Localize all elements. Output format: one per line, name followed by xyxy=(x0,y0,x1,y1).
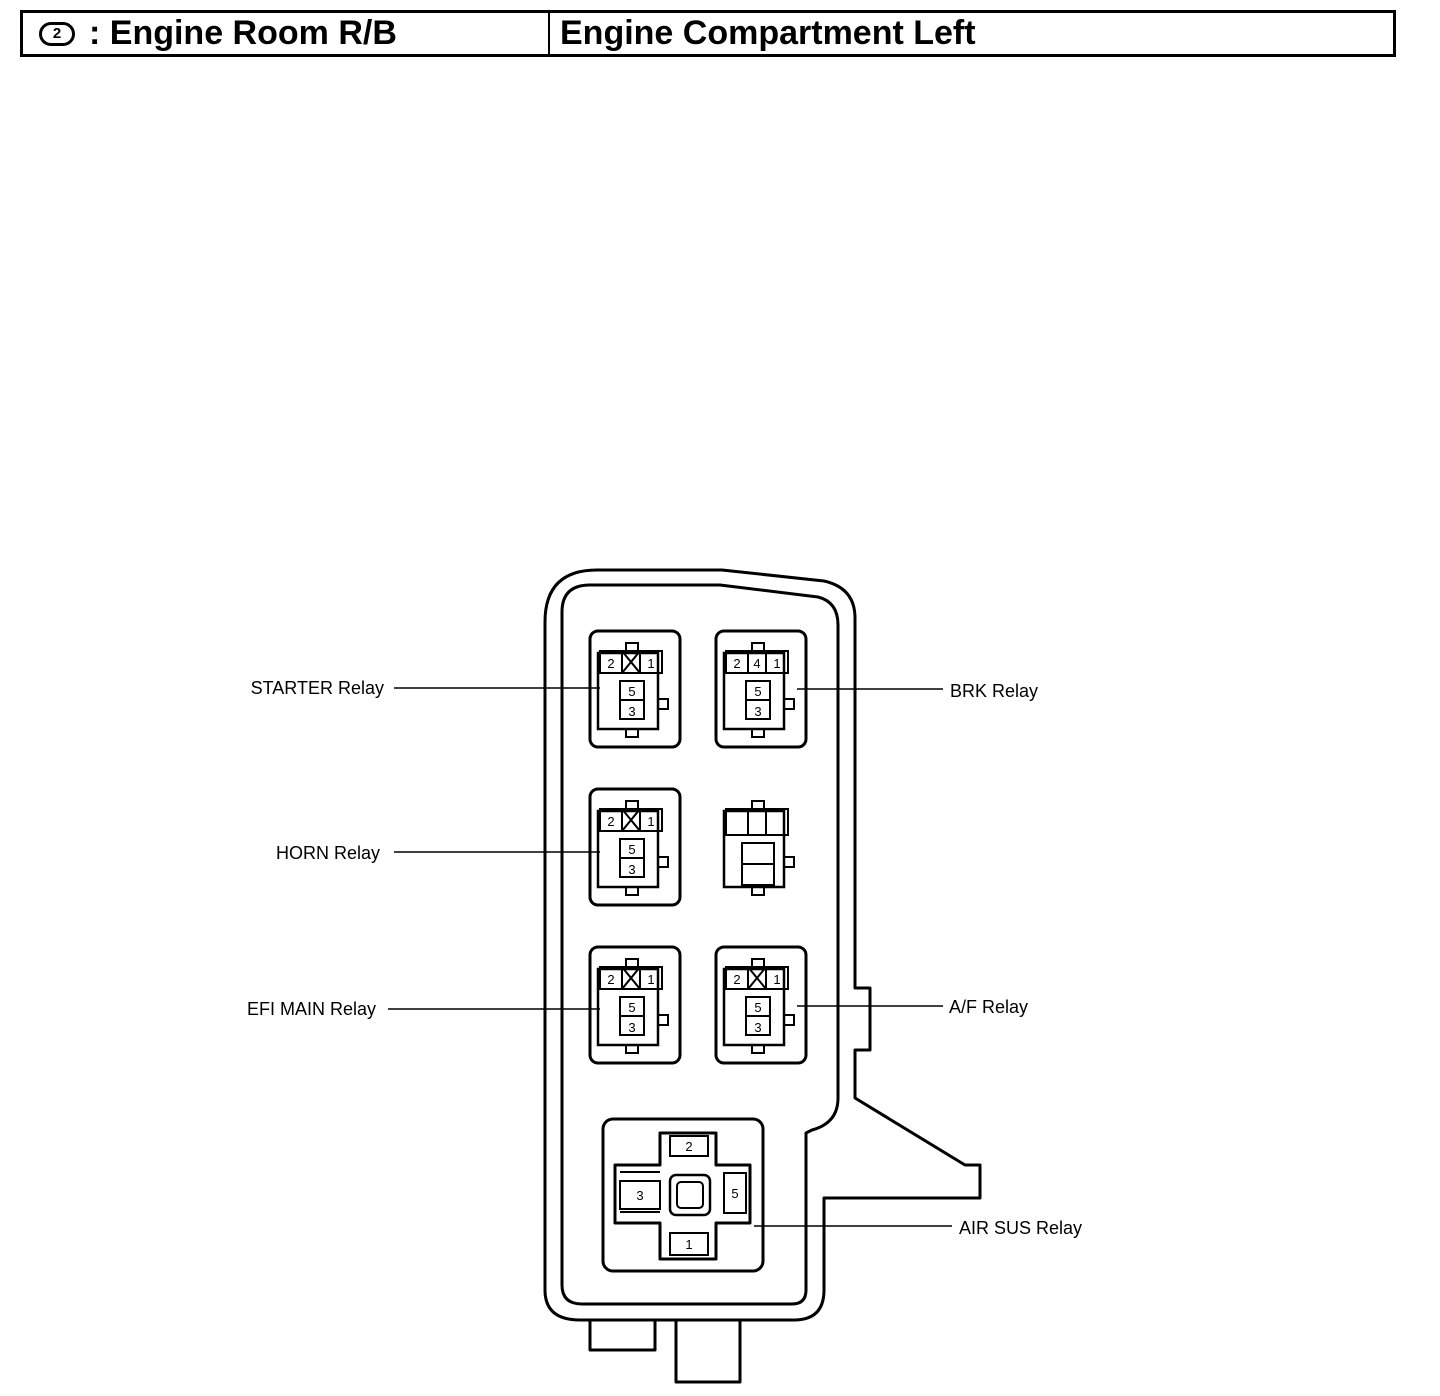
empty-relay-socket xyxy=(722,800,795,896)
block-name-title: : Engine Room R/B xyxy=(89,14,397,52)
pin-number: 5 xyxy=(628,842,635,857)
bottom-tab-left xyxy=(588,1320,657,1352)
relay-block-inner-housing xyxy=(560,583,840,1306)
pin-number: 1 xyxy=(647,656,654,671)
pin-number: 5 xyxy=(754,684,761,699)
pin-number: 5 xyxy=(731,1186,738,1201)
pin-number: 4 xyxy=(753,656,760,671)
pin-number: 3 xyxy=(636,1188,643,1203)
pin-number: 1 xyxy=(647,814,654,829)
location-code-badge: 2 xyxy=(39,21,75,46)
pin-number: 2 xyxy=(607,656,614,671)
brk-relay-label: BRK Relay xyxy=(950,681,1038,701)
pin-number: 3 xyxy=(628,1020,635,1035)
pin-number: 1 xyxy=(773,972,780,987)
air-sus-relay-label: AIR SUS Relay xyxy=(959,1218,1082,1238)
location-title: Engine Compartment Left xyxy=(560,14,976,52)
efi-main-relay-socket xyxy=(588,945,682,1065)
pin-number: 5 xyxy=(628,684,635,699)
pin-number: 3 xyxy=(628,862,635,877)
bottom-tab-right xyxy=(674,1320,742,1384)
pin-number: 3 xyxy=(754,704,761,719)
pin-number: 2 xyxy=(607,814,614,829)
pin-number: 5 xyxy=(754,1000,761,1015)
pin-number: 2 xyxy=(607,972,614,987)
pin-number: 2 xyxy=(733,972,740,987)
efi-main-relay-label: EFI MAIN Relay xyxy=(247,999,376,1019)
pin-number: 1 xyxy=(685,1237,692,1252)
header-right-cell: Engine Compartment Left xyxy=(550,13,1393,54)
pin-number: 2 xyxy=(685,1139,692,1154)
starter-relay-label: STARTER Relay xyxy=(251,678,384,698)
af-relay-label: A/F Relay xyxy=(949,997,1028,1017)
starter-relay-socket xyxy=(588,629,682,749)
relay-block-outer-housing xyxy=(543,568,982,1322)
pin-number: 3 xyxy=(628,704,635,719)
pin-number: 3 xyxy=(754,1020,761,1035)
horn-relay-socket xyxy=(588,787,682,907)
horn-relay-label: HORN Relay xyxy=(276,843,380,863)
pin-number: 2 xyxy=(733,656,740,671)
pin-number: 5 xyxy=(628,1000,635,1015)
air-sus-relay-socket xyxy=(601,1117,765,1273)
pin-number: 1 xyxy=(773,656,780,671)
pin-number: 1 xyxy=(647,972,654,987)
header-left-cell: 2 : Engine Room R/B xyxy=(23,13,550,54)
af-relay-socket xyxy=(714,945,808,1065)
diagram-header: 2 : Engine Room R/B Engine Compartment L… xyxy=(20,10,1396,57)
